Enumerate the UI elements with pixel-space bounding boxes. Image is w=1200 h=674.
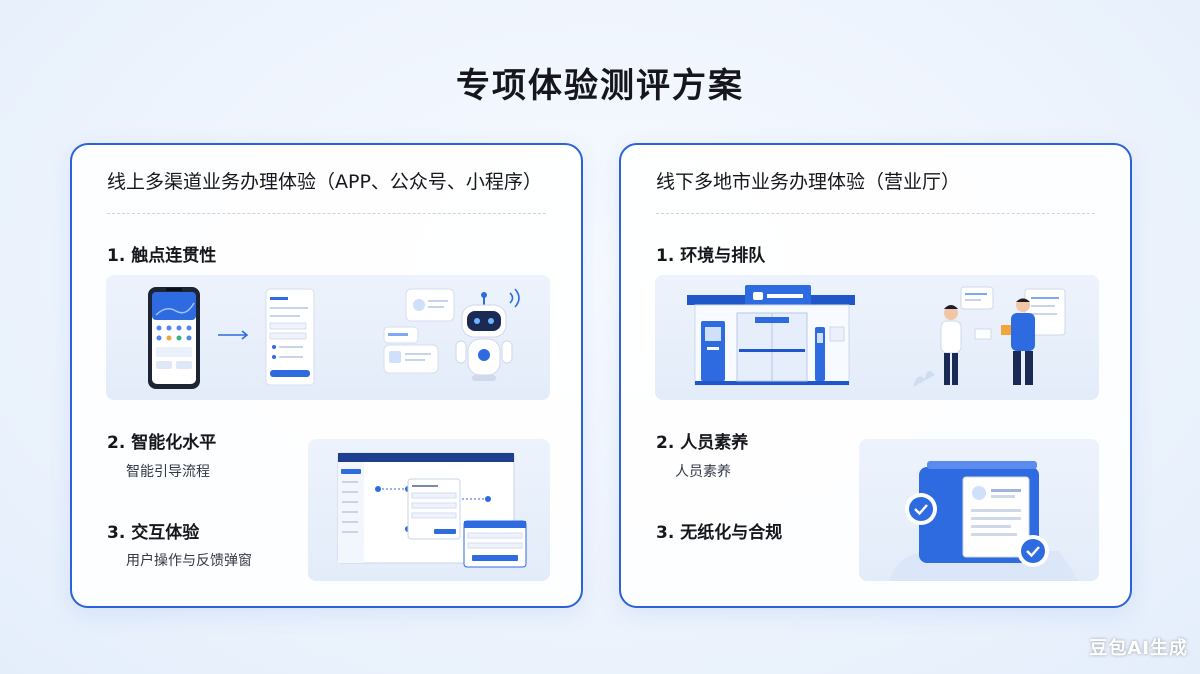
offline-hall-card: 线下多地市业务办理体验（营业厅） 1. 环境与排队 (619, 143, 1132, 608)
people-illustration (913, 286, 1066, 387)
section-touchpoint-title: 1. 触点连贯性 (107, 246, 217, 266)
form-screen (265, 288, 315, 386)
environment-panel (655, 275, 1099, 400)
flowchart-ui (337, 452, 527, 568)
wifi-icon (509, 288, 520, 308)
paperless-panel (859, 439, 1099, 581)
chat-bubbles (383, 288, 455, 374)
section-interaction-subtitle: 用户操作与反馈弹窗 (126, 553, 252, 569)
card-divider (107, 213, 546, 214)
section-staff-subtitle: 人员素养 (675, 464, 731, 480)
section-interaction-title: 3. 交互体验 (107, 523, 200, 543)
phone-illustration (148, 287, 200, 389)
arrow-right-icon (218, 330, 249, 340)
watermark: 豆包AI生成 (1089, 638, 1188, 659)
checkmark-icon (905, 493, 937, 525)
online-card-title: 线上多渠道业务办理体验（APP、公众号、小程序） (107, 171, 542, 193)
card-divider (656, 213, 1095, 214)
section-staff-title: 2. 人员素养 (656, 433, 749, 453)
section-intelligence-title: 2. 智能化水平 (107, 433, 217, 453)
page-title: 专项体验测评方案 (456, 66, 744, 106)
checkmark-icon (1017, 535, 1049, 567)
flowchart-panel (308, 439, 550, 581)
offline-card-title: 线下多地市业务办理体验（营业厅） (656, 171, 961, 193)
section-environment-title: 1. 环境与排队 (656, 246, 766, 266)
storefront-illustration (687, 285, 855, 386)
section-intelligence-subtitle: 智能引导流程 (126, 464, 210, 480)
online-channel-card: 线上多渠道业务办理体验（APP、公众号、小程序） 1. 触点连贯性 (70, 143, 583, 608)
document-icon (962, 476, 1030, 558)
section-paperless-title: 3. 无纸化与合规 (656, 523, 783, 543)
touchpoint-panel (106, 275, 550, 400)
robot-icon (455, 292, 513, 381)
